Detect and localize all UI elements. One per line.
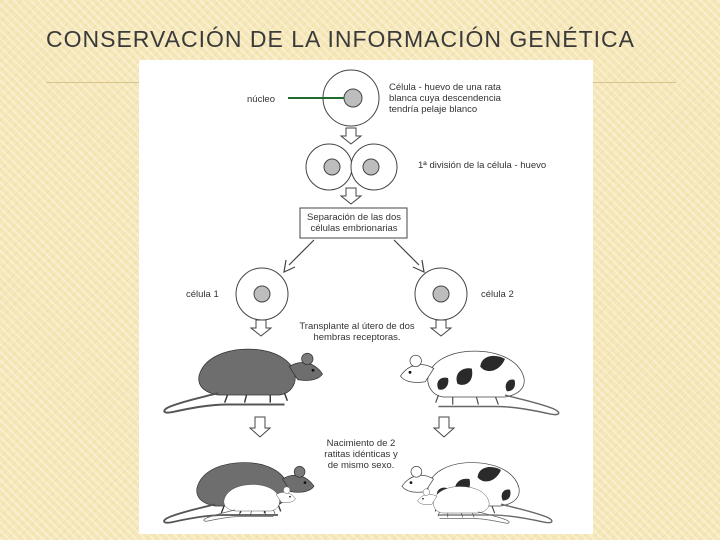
label-transplant-line-2: hembras receptoras. [313,332,401,343]
two-cell-right-nucleus [362,158,380,176]
arrow-down-2 [339,187,363,205]
label-transplant: Transplante al útero de dos hembras rece… [292,321,422,343]
slide-title: CONSERVACIÓN DE LA INFORMACIÓN GENÉTICA [46,26,635,52]
label-separation-line-1: Separación de las dos [306,212,401,223]
arrow-down-birth-right [432,416,456,438]
label-transplant-line-1: Transplante al útero de dos [299,321,415,332]
label-birth-line-3: de mismo sexo. [327,460,395,471]
zygote-nucleus [343,88,363,108]
arrow-down-1 [339,127,363,145]
arrow-down-birth-left [248,416,272,438]
cell-2-nucleus [432,285,450,303]
arrow-right-diagonal [412,259,425,274]
diagram-panel: núcleo Célula - huevo de una rata blanca… [139,60,593,534]
two-cell-left-nucleus [323,158,341,176]
label-birth-line-2: ratitas idénticas y [324,449,398,460]
arrow-down-cell-2 [429,319,453,337]
label-zygote-line-2: blanca cuya descendencia [389,93,501,104]
label-separation-line-2: células embrionarias [310,223,398,234]
label-zygote-line-1: Célula - huevo de una rata [389,82,501,93]
arrow-left-diagonal [283,259,296,274]
label-birth-line-1: Nacimiento de 2 [326,438,396,449]
diagram-drawing [163,69,560,524]
label-nucleo: núcleo [247,94,275,105]
receptor-rat-right [399,350,560,416]
separation-box [299,207,408,239]
label-cell-1: célula 1 [186,289,219,300]
label-first-division: 1ª división de la célula - huevo [418,160,547,171]
label-zygote-line-3: tendría pelaje blanco [389,104,478,115]
label-separation: Separación de las dos células embrionari… [302,212,406,234]
label-cell-2: célula 2 [481,289,514,300]
cell-1-nucleus [253,285,271,303]
label-zygote-description: Célula - huevo de una rata blanca cuya d… [389,82,501,115]
arrow-down-cell-1 [249,319,273,337]
receptor-rat-left [163,348,324,414]
label-birth: Nacimiento de 2 ratitas idénticas y de m… [316,438,406,471]
